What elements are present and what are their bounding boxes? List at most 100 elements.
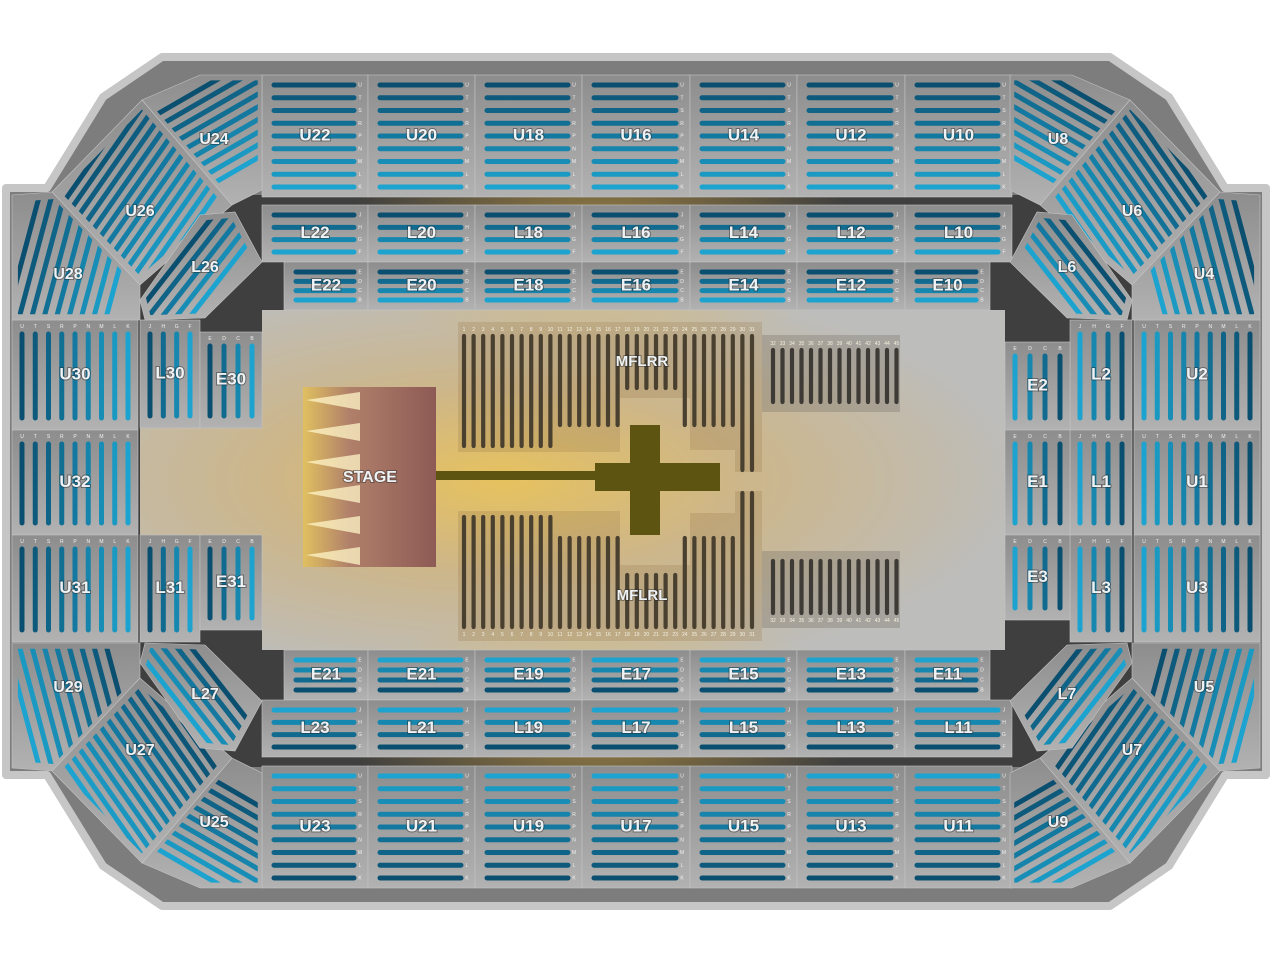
seat-row[interactable]: [37, 585, 105, 817]
seat-row[interactable]: [26, 588, 94, 820]
seat-row[interactable]: [84, 572, 149, 804]
seat-row[interactable]: [1202, 137, 1267, 369]
section-u28[interactable]: U28: [0, 134, 149, 391]
seat-row[interactable]: [992, 590, 1140, 779]
section-u5[interactable]: U5: [1123, 572, 1278, 829]
seat-row[interactable]: [94, 809, 302, 932]
seat-row[interactable]: [1108, 701, 1249, 901]
seat-row[interactable]: [37, 146, 105, 378]
seat-row[interactable]: [5, 594, 70, 826]
seat-row[interactable]: [141, 190, 289, 379]
seat-row[interactable]: [1135, 156, 1200, 388]
seat-row[interactable]: [17, 591, 82, 823]
seat-row[interactable]: [110, 59, 318, 182]
seat-row[interactable]: [141, 584, 289, 773]
seat-row[interactable]: [1213, 597, 1278, 829]
seat-row[interactable]: [1178, 143, 1246, 375]
seat-row[interactable]: [1009, 170, 1157, 359]
seat-row[interactable]: [965, 40, 1173, 163]
section-l6[interactable]: L6: [983, 163, 1165, 379]
seat-row[interactable]: [1123, 159, 1188, 391]
section-u25[interactable]: U25: [94, 736, 346, 932]
seat-row[interactable]: [959, 50, 1167, 173]
seat-row[interactable]: [60, 578, 128, 810]
seat-row[interactable]: [26, 143, 94, 375]
seat-row[interactable]: [1009, 604, 1157, 793]
seat-row[interactable]: [72, 156, 137, 388]
seat-row[interactable]: [1144, 153, 1212, 385]
seat-row[interactable]: [1016, 611, 1166, 800]
seat-row[interactable]: [1155, 150, 1223, 382]
seat-row[interactable]: [110, 781, 318, 904]
seat-row[interactable]: [992, 183, 1140, 372]
seat-row[interactable]: [1000, 597, 1148, 786]
seat-row[interactable]: [32, 69, 172, 268]
seat-row[interactable]: [932, 745, 1140, 868]
seat-row[interactable]: [124, 177, 272, 366]
seat-row[interactable]: [926, 104, 1134, 227]
seat-row[interactable]: [1190, 591, 1255, 823]
seat-row[interactable]: [133, 183, 281, 372]
seat-row[interactable]: [105, 790, 313, 913]
stage[interactable]: STAGE: [303, 387, 436, 567]
seat-row[interactable]: [32, 695, 172, 895]
seat-row[interactable]: [1021, 641, 1161, 840]
seat-row[interactable]: [970, 809, 1178, 932]
seat-row[interactable]: [24, 701, 164, 901]
seat-row[interactable]: [60, 153, 128, 385]
seat-row[interactable]: [115, 604, 263, 793]
seat-row[interactable]: [124, 597, 272, 786]
seat-row[interactable]: [1100, 695, 1241, 895]
seat-row[interactable]: [983, 584, 1131, 773]
seat-row[interactable]: [965, 800, 1173, 923]
seat-row[interactable]: [1167, 585, 1235, 817]
seat-row[interactable]: [1021, 123, 1161, 323]
seat-row[interactable]: [111, 123, 252, 323]
section-u4[interactable]: U4: [1123, 134, 1278, 391]
seat-row[interactable]: [1123, 572, 1188, 804]
seat-row[interactable]: [99, 800, 307, 923]
seat-row[interactable]: [1213, 134, 1278, 366]
seat-row[interactable]: [959, 790, 1167, 913]
seat-row[interactable]: [1100, 69, 1241, 268]
seat-row[interactable]: [1178, 588, 1246, 820]
seat-row[interactable]: [132, 95, 340, 218]
seat-row[interactable]: [105, 50, 313, 173]
